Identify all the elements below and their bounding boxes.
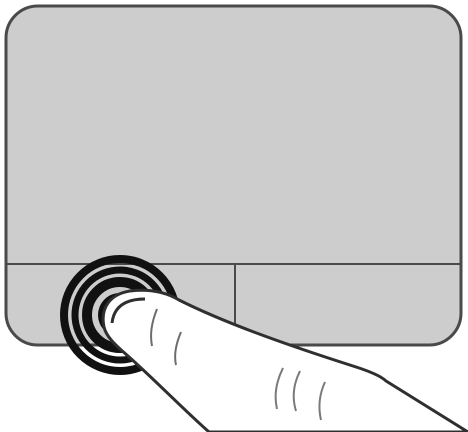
right-touchpad-button [237,266,460,343]
